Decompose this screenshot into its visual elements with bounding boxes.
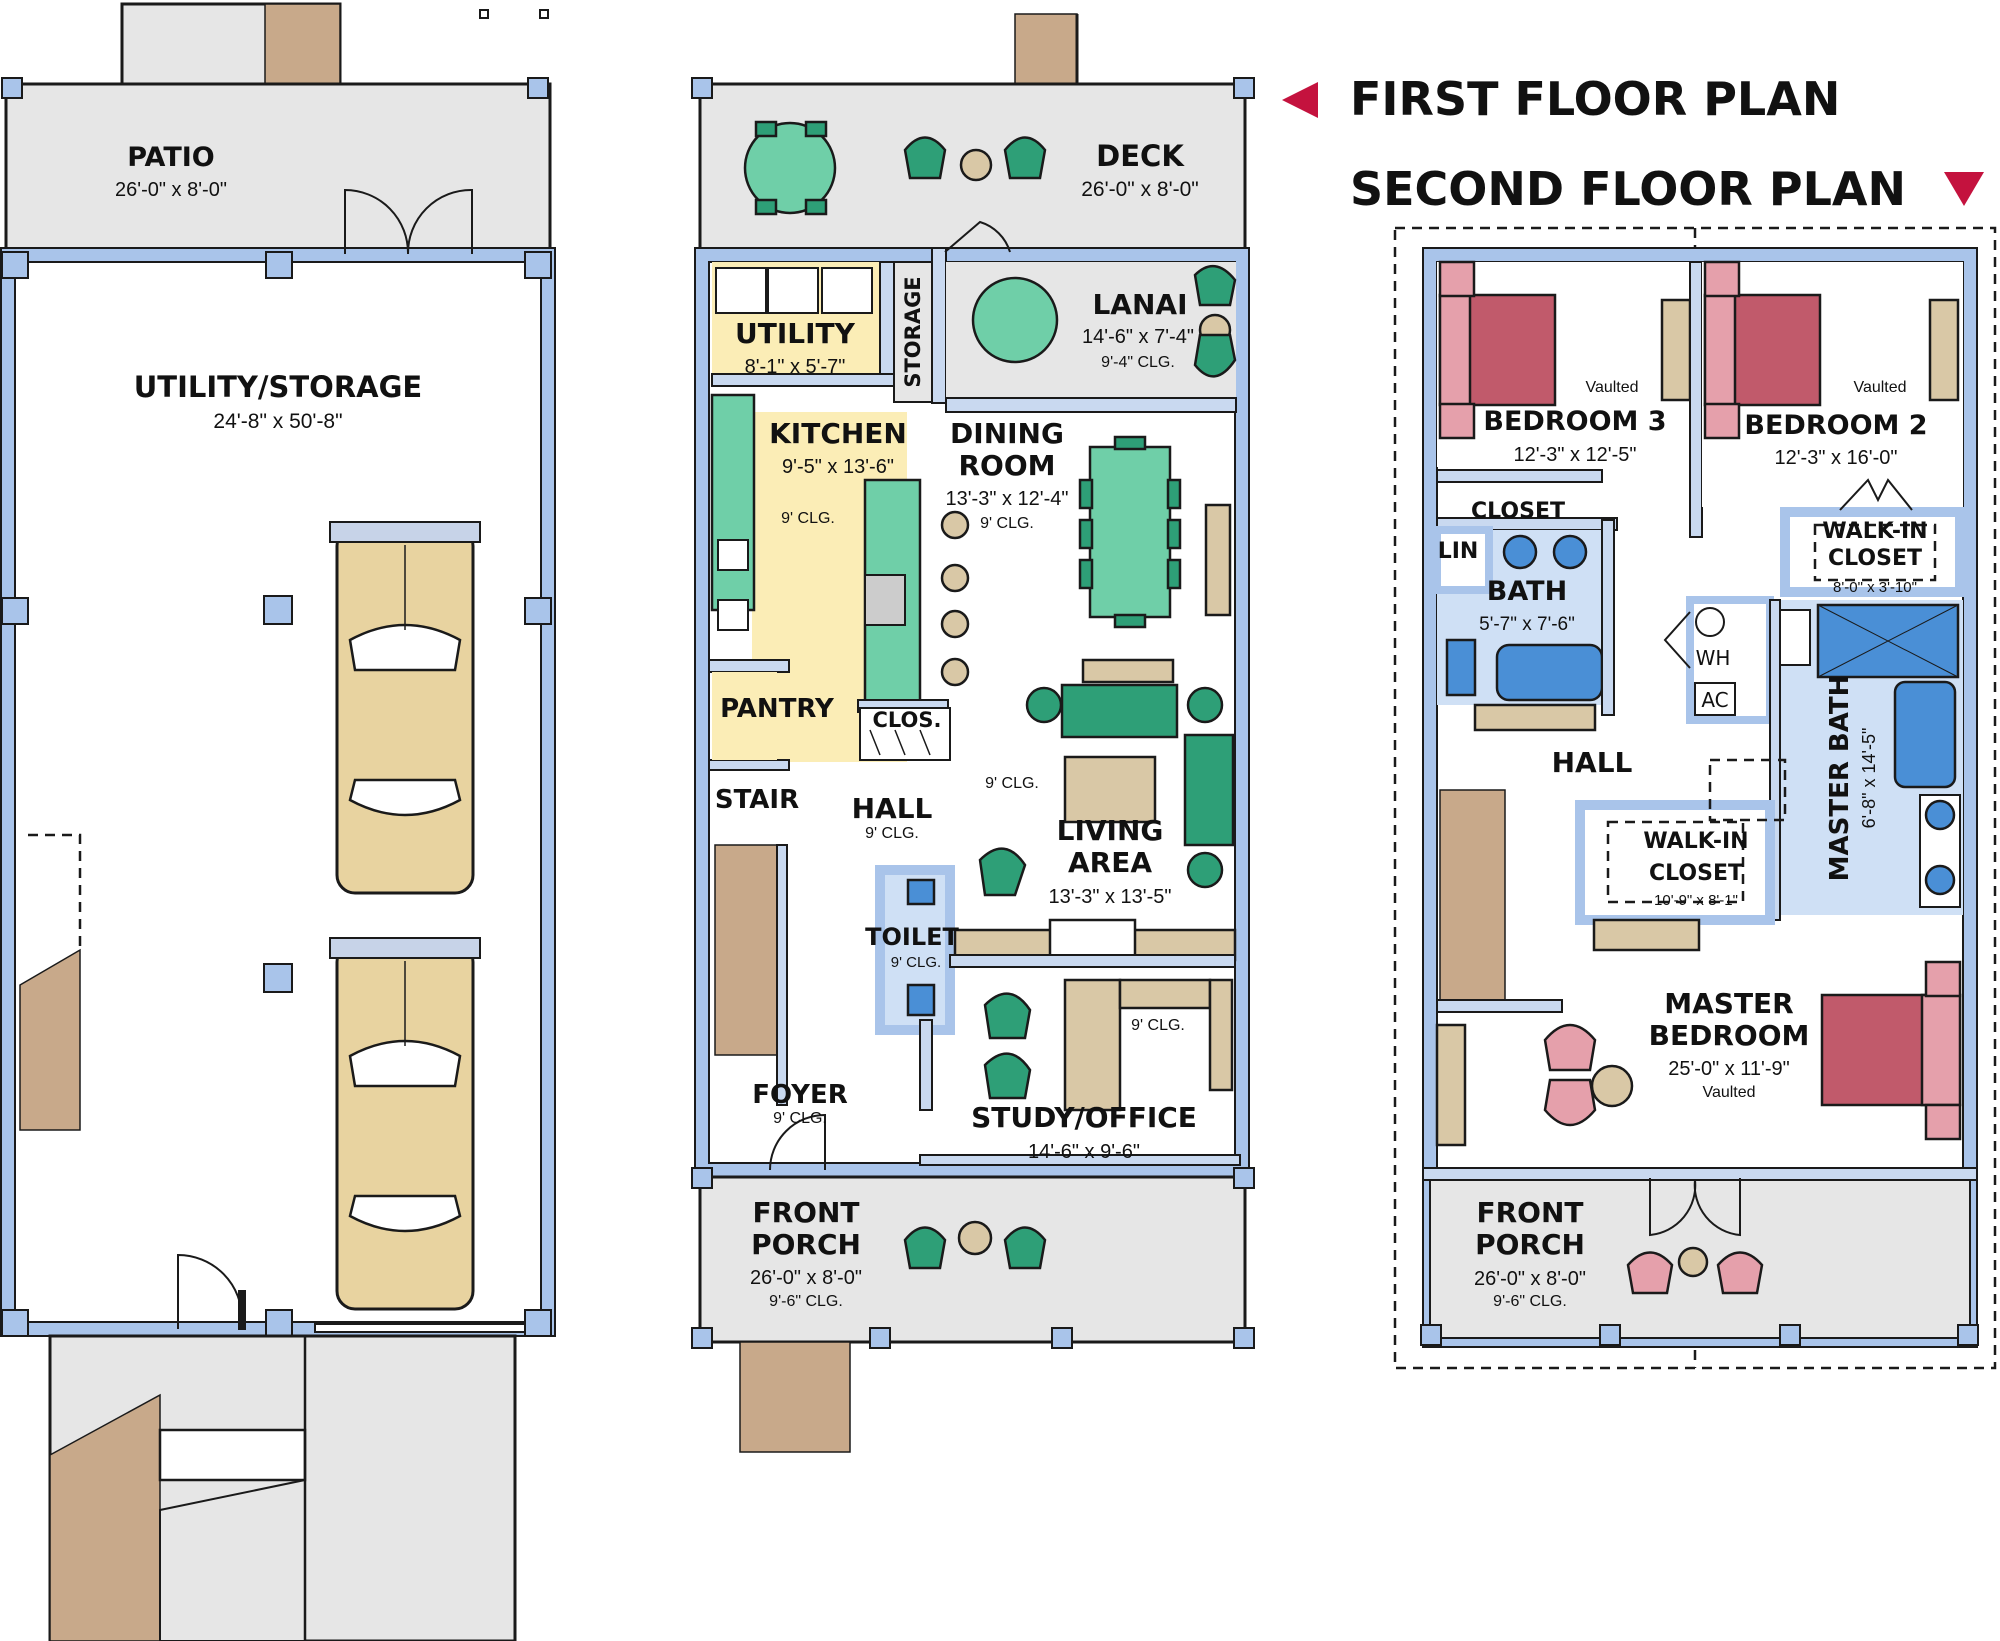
bath-dimensions: 5'-7" x 7'-6" xyxy=(1479,614,1575,635)
linen-label: LIN xyxy=(1438,539,1479,564)
master-bath-label: MASTER BATH xyxy=(1825,675,1855,882)
living-label-line1: LIVING xyxy=(1057,814,1164,847)
first-porch-ceiling: 9'-6" CLG. xyxy=(769,1293,843,1310)
dining-label-line2: ROOM xyxy=(958,449,1055,482)
second-porch-label-line2: PORCH xyxy=(1475,1228,1585,1261)
kitchen-counter-left xyxy=(710,393,756,612)
first-floor-marker-icon xyxy=(1282,82,1318,118)
master-bedroom-vaulted: Vaulted xyxy=(1702,1084,1755,1101)
sofa-right xyxy=(1183,733,1235,847)
clos-label: CLOS. xyxy=(873,708,942,732)
dining-ceiling: 9' CLG. xyxy=(980,515,1034,532)
dining-table xyxy=(1088,445,1172,619)
walkin-closet-1-label-line2: CLOSET xyxy=(1828,546,1922,571)
study-dimensions: 14'-6" x 9'-6" xyxy=(1028,1141,1140,1163)
kitchen-label: KITCHEN xyxy=(769,417,907,450)
toilet-label: TOILET xyxy=(865,923,959,951)
first-porch-label-line1: FRONT xyxy=(752,1196,859,1229)
ground-floor-plan: PATIO 26'-0" x 8'-0" UTILITY/STORAGE 24'… xyxy=(0,2,556,1641)
second-porch-ceiling: 9'-6" CLG. xyxy=(1493,1293,1567,1310)
deck-label: DECK xyxy=(1096,139,1185,173)
bedroom-3-label: BEDROOM 3 xyxy=(1483,406,1666,437)
second-porch-label-line1: FRONT xyxy=(1476,1196,1583,1229)
storage-label: STORAGE xyxy=(901,276,925,387)
walkin-closet-1-dimensions: 8'-0" x 3'-10" xyxy=(1833,579,1917,596)
dining-label-line1: DINING xyxy=(950,417,1064,450)
car-top xyxy=(329,521,481,895)
bedroom-2-vaulted: Vaulted xyxy=(1853,379,1906,396)
study-ceiling: 9' CLG. xyxy=(1131,1017,1185,1034)
bedroom-3-dimensions: 12'-3" x 12'-5" xyxy=(1513,444,1636,466)
master-bedroom-label-line1: MASTER xyxy=(1664,987,1794,1020)
ground-top-stair xyxy=(264,3,341,87)
foyer-ceiling: 9' CLG. xyxy=(773,1110,827,1127)
master-bedroom-dimensions: 25'-0" x 11'-9" xyxy=(1668,1058,1790,1080)
second-porch-posts xyxy=(1420,1324,1979,1346)
bedroom-2-dimensions: 12'-3" x 16'-0" xyxy=(1774,447,1897,469)
first-floor-title: FIRST FLOOR PLAN xyxy=(1350,72,1840,126)
first-utility-dimensions: 8'-1" x 5'-7" xyxy=(745,356,846,378)
walkin-closet-2-label-line2: CLOSET xyxy=(1649,861,1743,886)
coffee-table xyxy=(1063,755,1157,824)
kitchen-ceiling: 9' CLG. xyxy=(781,510,835,527)
plan-titles: FIRST FLOOR PLAN SECOND FLOOR PLAN xyxy=(1282,72,1984,216)
first-front-porch xyxy=(698,1175,1247,1344)
ground-posts xyxy=(1,9,552,1337)
first-porch-label-line2: PORCH xyxy=(751,1228,861,1261)
first-floor-plan: DECK 26'-0" x 8'-0" UTILITY 8'-1" x 5'-7… xyxy=(691,13,1255,1453)
bedroom-2-label: BEDROOM 2 xyxy=(1744,410,1927,441)
first-utility-label: UTILITY xyxy=(735,317,856,350)
foyer-label: FOYER xyxy=(752,1080,848,1110)
second-porch-dimensions: 26'-0" x 8'-0" xyxy=(1474,1268,1586,1290)
toilet-ceiling: 9' CLG. xyxy=(891,954,941,971)
first-floor-stair xyxy=(714,844,778,1056)
master-bath-dimensions: 6'-8" x 14'-5" xyxy=(1859,728,1879,829)
patio-area xyxy=(4,82,552,256)
kitchen-dimensions: 9'-5" x 13'-6" xyxy=(782,456,894,478)
second-floor-plan: Vaulted BEDROOM 3 12'-3" x 12'-5" Vaulte… xyxy=(1393,226,1997,1370)
walkin-closet-1-label-line1: WALK-IN xyxy=(1822,519,1927,544)
bedroom-3-vaulted: Vaulted xyxy=(1585,379,1638,396)
walkin-closet-2-label-line1: WALK-IN xyxy=(1643,829,1748,854)
living-ceiling: 9' CLG. xyxy=(985,775,1039,792)
patio-label: PATIO xyxy=(127,142,215,173)
patio-dimensions: 26'-0" x 8'-0" xyxy=(115,179,227,201)
storage-closet xyxy=(893,261,933,403)
walkin-closet-2-dimensions: 10'-9" x 8'-1" xyxy=(1654,892,1738,909)
sofa-top xyxy=(1060,683,1179,739)
first-porch-dimensions: 26'-0" x 8'-0" xyxy=(750,1267,862,1289)
second-floor-stair xyxy=(1439,789,1506,1001)
master-bedroom-label-line2: BEDROOM xyxy=(1649,1019,1810,1052)
ground-bottom-stair xyxy=(49,1393,161,1641)
closet-label: CLOSET xyxy=(1471,499,1565,524)
living-label-line2: AREA xyxy=(1068,846,1152,879)
lanai-dimensions: 14'-6" x 7'-4" xyxy=(1082,326,1194,348)
second-floor-title: SECOND FLOOR PLAN xyxy=(1350,162,1906,216)
stair-label: STAIR xyxy=(715,785,799,815)
ground-interior-stair xyxy=(19,948,81,1131)
study-label: STUDY/OFFICE xyxy=(971,1101,1197,1134)
lanai-label: LANAI xyxy=(1092,288,1187,321)
second-hall-label: HALL xyxy=(1552,746,1633,779)
ground-stair-outline xyxy=(28,833,82,950)
pantry-label: PANTRY xyxy=(720,694,835,724)
front-porch-stair xyxy=(739,1341,851,1453)
utility-storage-dimensions: 24'-8" x 50'-8" xyxy=(213,410,342,433)
first-hall-ceiling: 9' CLG. xyxy=(865,825,919,842)
second-floor-marker-icon xyxy=(1944,172,1984,206)
bath-label: BATH xyxy=(1487,576,1567,607)
deck-stair xyxy=(1014,13,1078,87)
dining-dimensions: 13'-3" x 12'-4" xyxy=(945,488,1068,510)
deck-dimensions: 26'-0" x 8'-0" xyxy=(1081,178,1198,201)
first-hall-label: HALL xyxy=(852,792,933,825)
living-dimensions: 13'-3" x 13'-5" xyxy=(1048,886,1171,908)
car-bottom xyxy=(329,937,481,1311)
ac-label: AC xyxy=(1701,688,1728,712)
first-porch-posts xyxy=(691,1167,1255,1349)
water-heater-label: WH xyxy=(1696,646,1731,670)
lanai-ceiling: 9'-4" CLG. xyxy=(1101,354,1175,371)
utility-storage-label: UTILITY/STORAGE xyxy=(134,370,422,404)
